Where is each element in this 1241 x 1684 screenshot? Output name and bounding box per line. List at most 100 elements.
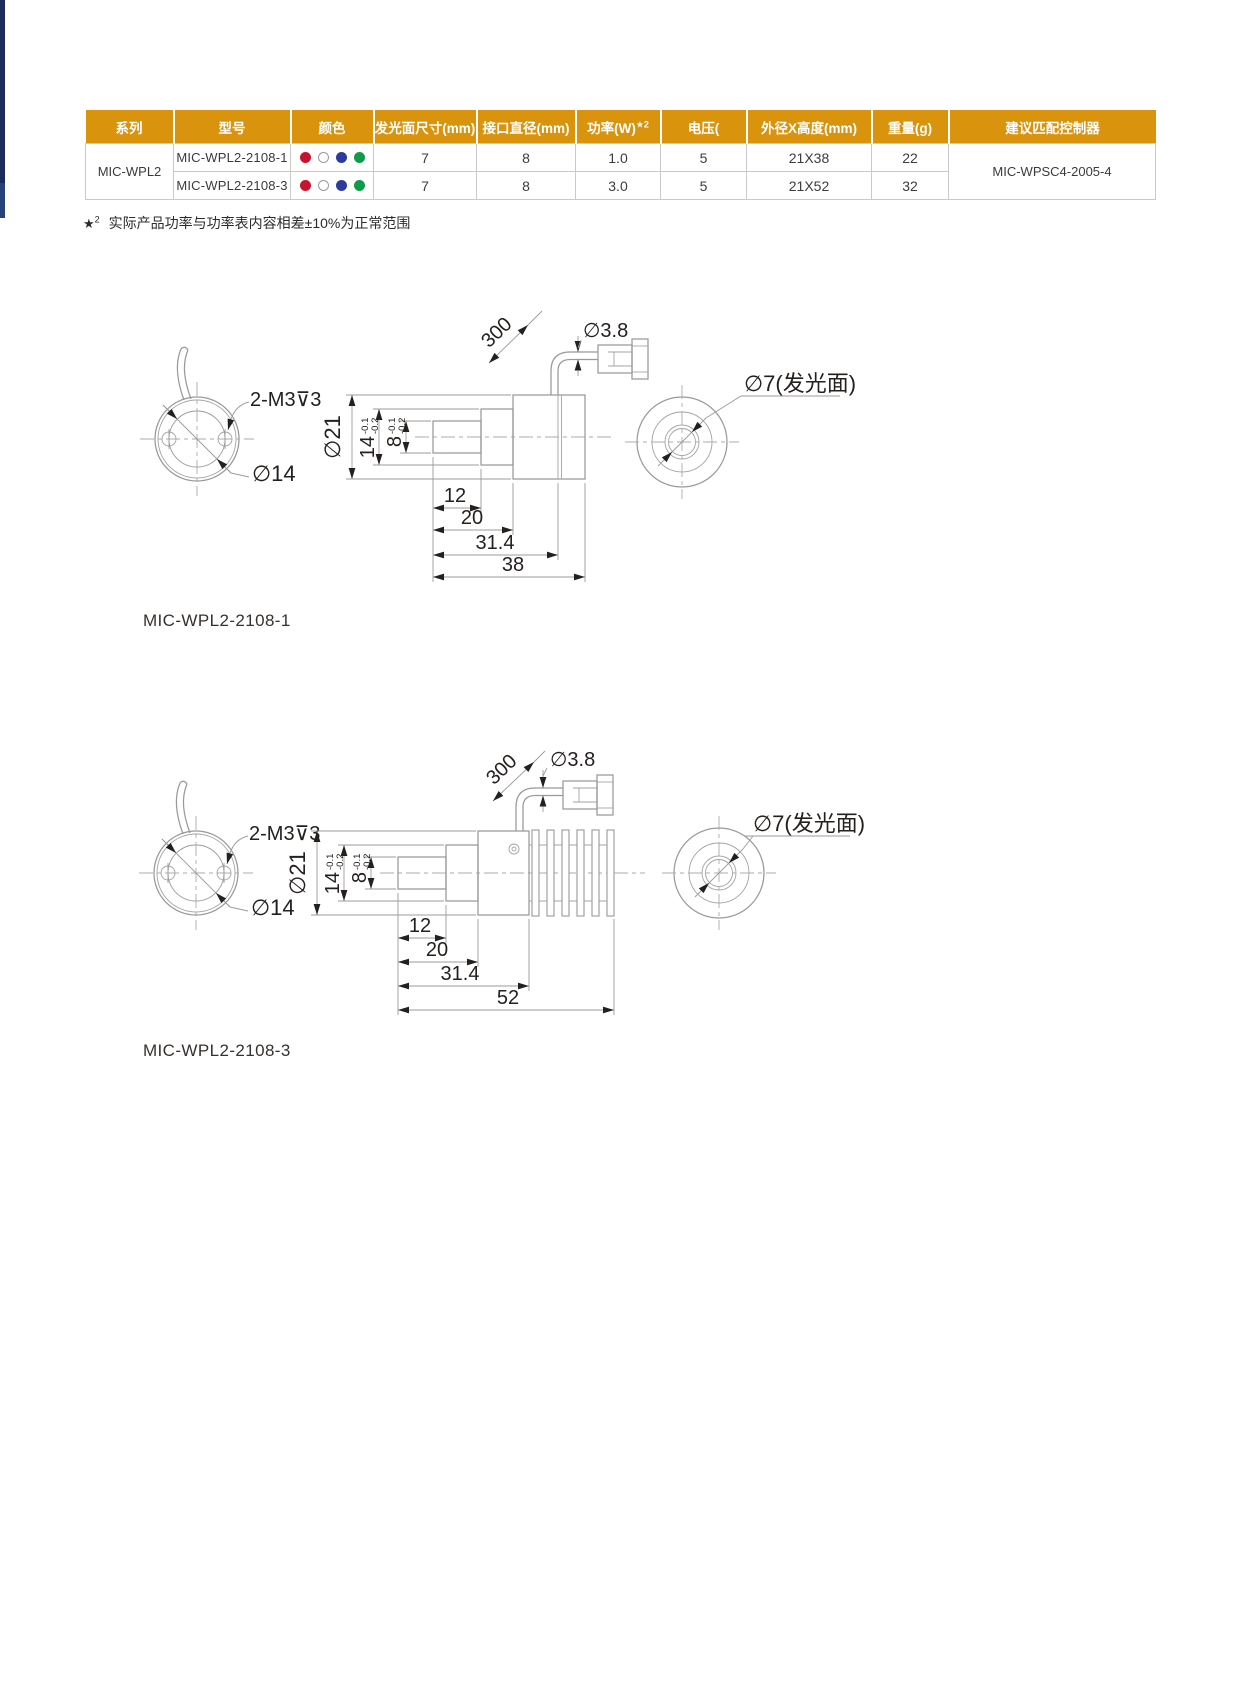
interface-dia-cell: 8 <box>476 143 576 172</box>
length-total-label: 52 <box>497 987 519 1009</box>
front-view: ∅7(发光面) <box>625 371 856 499</box>
power-cell: 1.0 <box>575 143 661 172</box>
rear-view: 2-M3⊽3 ∅14 <box>139 780 320 930</box>
page-edge-accent-light <box>0 183 5 218</box>
connector <box>562 774 614 816</box>
cable-dia-label: ∅3.8 <box>550 749 595 771</box>
color-dot-green <box>353 152 365 163</box>
cable-length-label: 300 <box>482 750 521 789</box>
step-dia-label: 14 <box>357 436 379 458</box>
voltage-cell: 5 <box>660 171 747 200</box>
voltage-cell: 5 <box>660 143 747 172</box>
power-footnote-marker: ★2 <box>635 119 649 129</box>
color-dots <box>291 144 373 171</box>
length-20-label: 20 <box>461 507 483 529</box>
controller-cell: MIC-WPSC4-2005-4 <box>948 143 1156 200</box>
body-dia-label: ∅21 <box>285 851 310 895</box>
thread-spec-label: 2-M3⊽3 <box>250 389 321 411</box>
step-dia-dim: 14 -0.1 -0.2 <box>322 854 346 895</box>
color-dots <box>291 172 373 199</box>
header-power: 功率(W)★2 <box>575 110 662 144</box>
cable-dia-label: ∅3.8 <box>583 320 628 342</box>
step-dia-dim: 14 -0.1 -0.2 <box>357 418 381 459</box>
side-view: 300 ∅3.8 ∅21 14 -0.1 -0.2 <box>285 749 645 1015</box>
step-dia-tol-upper: -0.1 <box>360 418 371 434</box>
color-dots-cell <box>290 171 374 200</box>
color-dots-cell <box>290 143 374 172</box>
weight-cell: 22 <box>871 143 949 172</box>
body-21mm <box>512 394 586 480</box>
shaft-dia-dim: 8 -0.1 -0.2 <box>384 418 408 448</box>
cable-stub <box>175 780 191 835</box>
header-voltage: 电压( <box>660 110 748 144</box>
shaft-dia-tol-upper: -0.1 <box>352 854 363 870</box>
color-dot-red <box>299 180 311 191</box>
outer-dims-cell: 21X38 <box>746 143 872 172</box>
step-dia-label: 14 <box>322 872 344 894</box>
spec-table: 系列 型号 颜色 发光面尺寸(mm) 接口直径(mm) 功率(W)★2 电压( … <box>85 110 1156 200</box>
length-total-label: 38 <box>502 554 524 576</box>
page-edge-accent-dark <box>0 0 5 183</box>
footnote-star-marker: ★ <box>83 216 95 231</box>
step-dia-tol-upper: -0.1 <box>325 854 336 870</box>
color-dot-blue <box>335 180 347 191</box>
step-dia-tol-lower: -0.2 <box>370 418 381 434</box>
length-31-4-label: 31.4 <box>441 963 480 985</box>
drawing-2-model-label: MIC-WPL2-2108-3 <box>143 1041 291 1060</box>
set-screw <box>508 843 520 855</box>
model-cell: MIC-WPL2-2108-1 <box>173 143 291 172</box>
color-dot-white <box>317 180 329 191</box>
series-cell: MIC-WPL2 <box>85 143 174 200</box>
outer-dims-cell: 21X52 <box>746 171 872 200</box>
emit-size-cell: 7 <box>373 171 477 200</box>
length-20-label: 20 <box>426 939 448 961</box>
mount-circle-dia-label: ∅14 <box>251 895 295 920</box>
shaft-dia-label: 8 <box>384 436 406 447</box>
header-controller: 建议匹配控制器 <box>948 110 1156 144</box>
table-row: MIC-WPL2-2108-3 7 8 3.0 5 21X52 32 <box>86 171 1156 200</box>
thread-spec-label: 2-M3⊽3 <box>249 823 320 845</box>
shaft-dia-tol-upper: -0.1 <box>387 418 398 434</box>
drawing-1-model-label: MIC-WPL2-2108-1 <box>143 611 291 630</box>
body-dia-label: ∅21 <box>320 415 345 459</box>
footnote-text: 实际产品功率与功率表内容相差±10%为正常范围 <box>108 215 411 231</box>
color-dot-white <box>317 152 329 163</box>
interface-dia-cell: 8 <box>476 171 576 200</box>
length-31-4-label: 31.4 <box>476 532 515 554</box>
cable-length-label: 300 <box>477 313 516 352</box>
header-series: 系列 <box>85 110 175 144</box>
cable-stub <box>176 346 192 401</box>
heatsink-fins <box>529 829 615 917</box>
emit-size-cell: 7 <box>373 143 477 172</box>
cable <box>515 787 563 831</box>
length-12-label: 12 <box>409 915 431 937</box>
side-view: 300 ∅3.8 ∅21 14 -0.1 -0.2 <box>320 310 649 582</box>
mount-circle-dia-label: ∅14 <box>252 461 296 486</box>
technical-drawing-mic-wpl2-2108-1: 2-M3⊽3 ∅14 <box>140 310 856 582</box>
shaft-dia-tol-lower: -0.2 <box>397 418 408 434</box>
emitting-surface-label: ∅7(发光面) <box>753 811 865 836</box>
header-color: 颜色 <box>290 110 375 144</box>
front-view: ∅7(发光面) <box>662 811 865 930</box>
header-emit-size: 发光面尺寸(mm) <box>373 110 478 144</box>
shaft-dia-tol-lower: -0.2 <box>362 854 373 870</box>
shaft-dia-label: 8 <box>349 872 371 883</box>
header-weight: 重量(g) <box>871 110 950 144</box>
technical-drawing-mic-wpl2-2108-3: 2-M3⊽3 ∅14 <box>139 749 865 1015</box>
cable <box>550 351 598 395</box>
shaft-dia-dim: 8 -0.1 -0.2 <box>349 854 373 884</box>
table-header-row: 系列 型号 颜色 发光面尺寸(mm) 接口直径(mm) 功率(W)★2 电压( … <box>85 110 1156 144</box>
body-21mm <box>477 830 530 916</box>
model-cell: MIC-WPL2-2108-3 <box>173 171 291 200</box>
connector <box>597 338 649 380</box>
header-interface-dia: 接口直径(mm) <box>476 110 577 144</box>
emitting-surface-label: ∅7(发光面) <box>744 371 856 396</box>
weight-cell: 32 <box>871 171 949 200</box>
step-dia-tol-lower: -0.2 <box>335 854 346 870</box>
color-dot-green <box>353 180 365 191</box>
power-cell: 3.0 <box>575 171 661 200</box>
length-12-label: 12 <box>444 485 466 507</box>
color-dot-red <box>299 152 311 163</box>
